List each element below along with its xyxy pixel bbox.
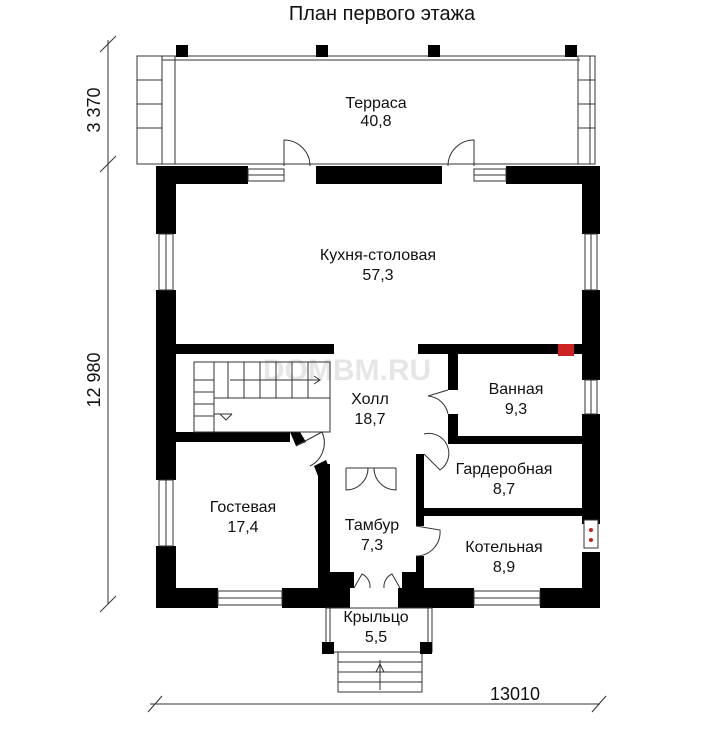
plan-title: План первого этажа — [289, 3, 476, 25]
room-wardrobe-name: Гардеробная — [456, 461, 553, 478]
dimension-terrace-depth: 3 370 — [84, 87, 104, 132]
room-terrace-area: 40,8 — [360, 113, 391, 130]
room-boiler-area: 8,9 — [493, 559, 515, 576]
watermark: DOMBM.RU — [263, 354, 431, 387]
dimension-lines — [99, 35, 607, 713]
room-terrace-name: Терраса — [345, 95, 406, 112]
room-boiler-name: Котельная — [465, 539, 542, 556]
room-kitchen-area: 57,3 — [362, 267, 393, 284]
room-vestibule-area: 7,3 — [361, 537, 383, 554]
interior-doors — [295, 389, 450, 589]
room-hall-name: Холл — [351, 391, 389, 408]
exterior-walls — [156, 166, 600, 608]
room-bathroom-area: 9,3 — [505, 401, 527, 418]
window-lines — [165, 174, 592, 599]
porch-posts — [322, 642, 432, 654]
boiler-unit — [583, 519, 599, 549]
terrace — [136, 55, 596, 165]
terrace-posts — [176, 45, 577, 57]
terrace-doors — [283, 139, 475, 167]
dimension-house-depth: 12 980 — [84, 352, 104, 407]
room-kitchen-name: Кухня-столовая — [320, 247, 436, 264]
staircase — [193, 361, 331, 433]
room-hall-area: 18,7 — [354, 411, 385, 428]
room-vestibule-name: Тамбур — [345, 517, 399, 534]
room-guest-area: 17,4 — [227, 519, 258, 536]
room-porch-name: Крыльцо — [343, 609, 408, 626]
room-bathroom-name: Ванная — [489, 381, 544, 398]
heater-marker — [558, 344, 574, 356]
dimension-width: 13010 — [490, 684, 540, 704]
interior-walls — [176, 344, 582, 588]
room-wardrobe-area: 8,7 — [493, 481, 515, 498]
room-guest-name: Гостевая — [210, 499, 276, 516]
room-porch-area: 5,5 — [365, 629, 387, 646]
